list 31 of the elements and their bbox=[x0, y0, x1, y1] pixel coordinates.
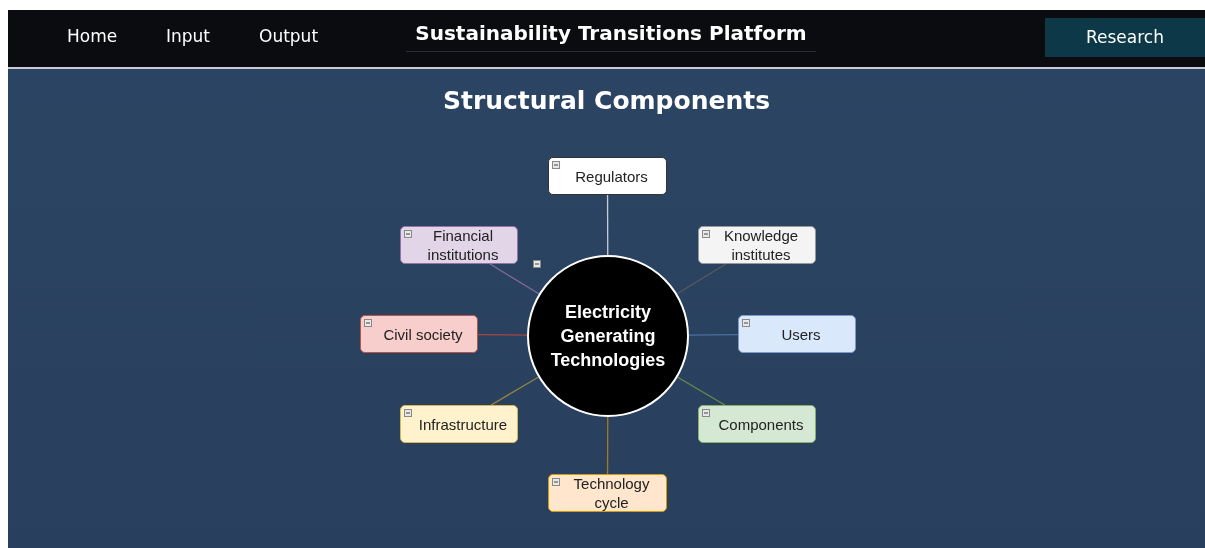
category-box bbox=[698, 405, 816, 443]
connector-line bbox=[676, 263, 727, 295]
category-box bbox=[360, 315, 478, 353]
site-title: Sustainability Transitions Platform bbox=[406, 21, 816, 52]
connector-line bbox=[490, 376, 539, 406]
connector-line bbox=[688, 333, 739, 336]
nav-link: Output bbox=[259, 26, 319, 46]
nav-link: Input bbox=[166, 26, 211, 46]
connector-line bbox=[477, 333, 528, 336]
node-label: Civil society bbox=[383, 324, 463, 344]
connector-line bbox=[606, 416, 609, 475]
category-box bbox=[698, 226, 816, 264]
nav-link: Home bbox=[67, 26, 118, 46]
node-label: Electricity Generating Technologies bbox=[549, 301, 667, 372]
research-button: Research bbox=[1045, 18, 1205, 57]
connector-line bbox=[489, 263, 540, 295]
connector-line bbox=[606, 194, 609, 256]
node-label: Regulators bbox=[575, 166, 648, 186]
category-box bbox=[738, 315, 856, 353]
node-label: Technology cycle bbox=[572, 474, 651, 512]
page-heading: Structural Components bbox=[441, 86, 772, 115]
node-label: Users bbox=[781, 324, 821, 344]
node-label: Infrastructure bbox=[418, 414, 508, 434]
category-box bbox=[400, 405, 518, 443]
connector-line bbox=[677, 376, 726, 406]
node-label: Knowledge institutes bbox=[722, 226, 800, 264]
category-box bbox=[548, 474, 667, 512]
node-label: Financial institutions bbox=[426, 226, 500, 264]
node-label: Components bbox=[718, 414, 804, 434]
category-box bbox=[400, 226, 518, 264]
category-box bbox=[548, 157, 667, 195]
